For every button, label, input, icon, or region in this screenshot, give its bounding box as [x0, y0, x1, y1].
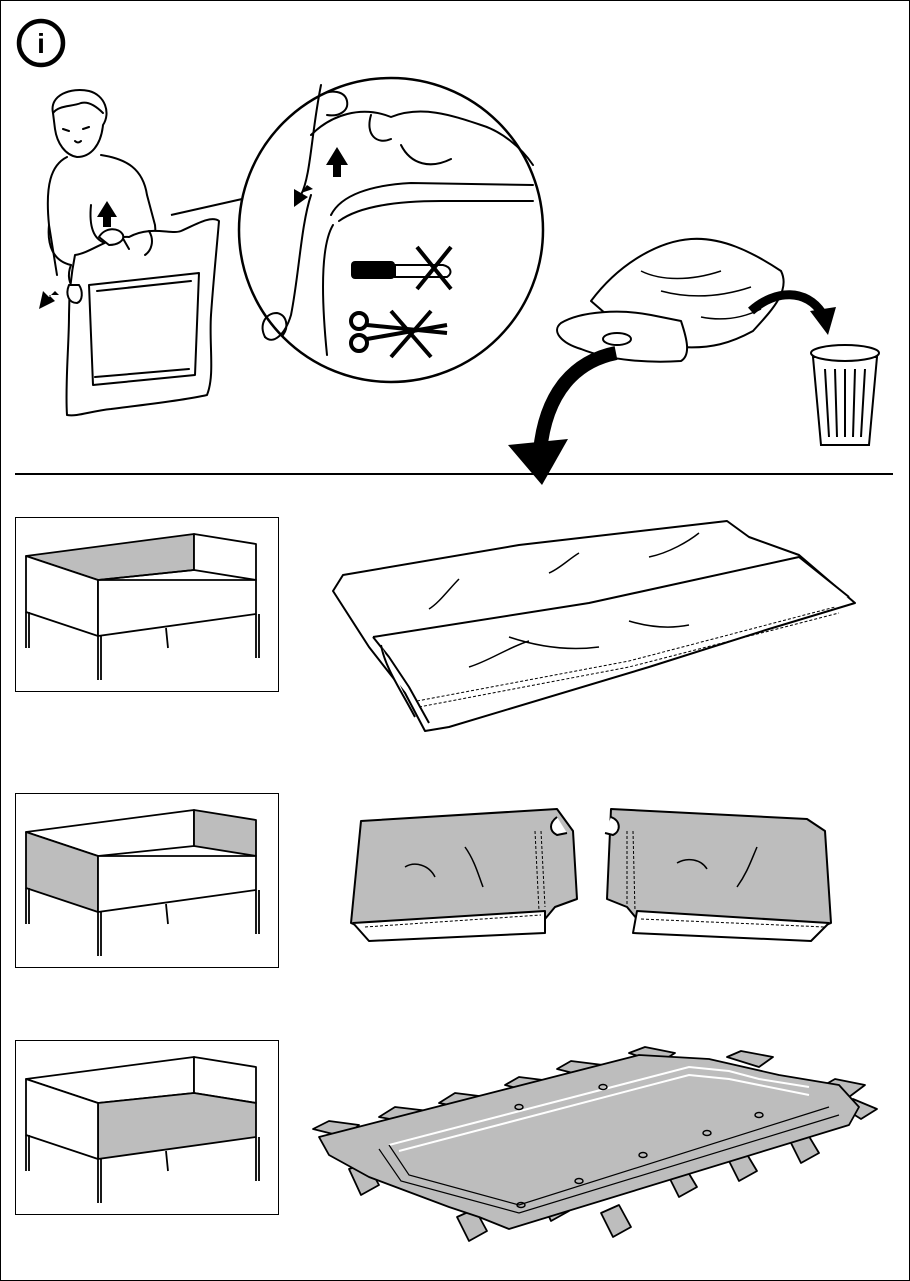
- no-scissors-icon: [349, 309, 448, 359]
- detail-magnifier: [170, 76, 545, 384]
- info-symbol: i: [37, 28, 45, 59]
- armrest-cover-right: [604, 808, 832, 942]
- trash-bin-icon: [810, 344, 880, 446]
- sofa-diagram-arms: [15, 793, 279, 968]
- sofa-diagram-back: [15, 517, 279, 692]
- sofa-diagram-seat: [15, 1040, 279, 1215]
- back-cover-fabric: [332, 520, 856, 732]
- no-knife-icon: [351, 245, 453, 291]
- packaging-illustration: [556, 237, 785, 363]
- section-divider: [15, 473, 893, 475]
- seat-deck-fabric: [312, 1046, 878, 1242]
- arrow-to-bin: [748, 290, 836, 335]
- arrow-down: [508, 346, 618, 485]
- info-icon: i: [16, 18, 66, 68]
- armrest-cover-left: [350, 808, 578, 942]
- person-unpacking-illustration: [39, 89, 220, 417]
